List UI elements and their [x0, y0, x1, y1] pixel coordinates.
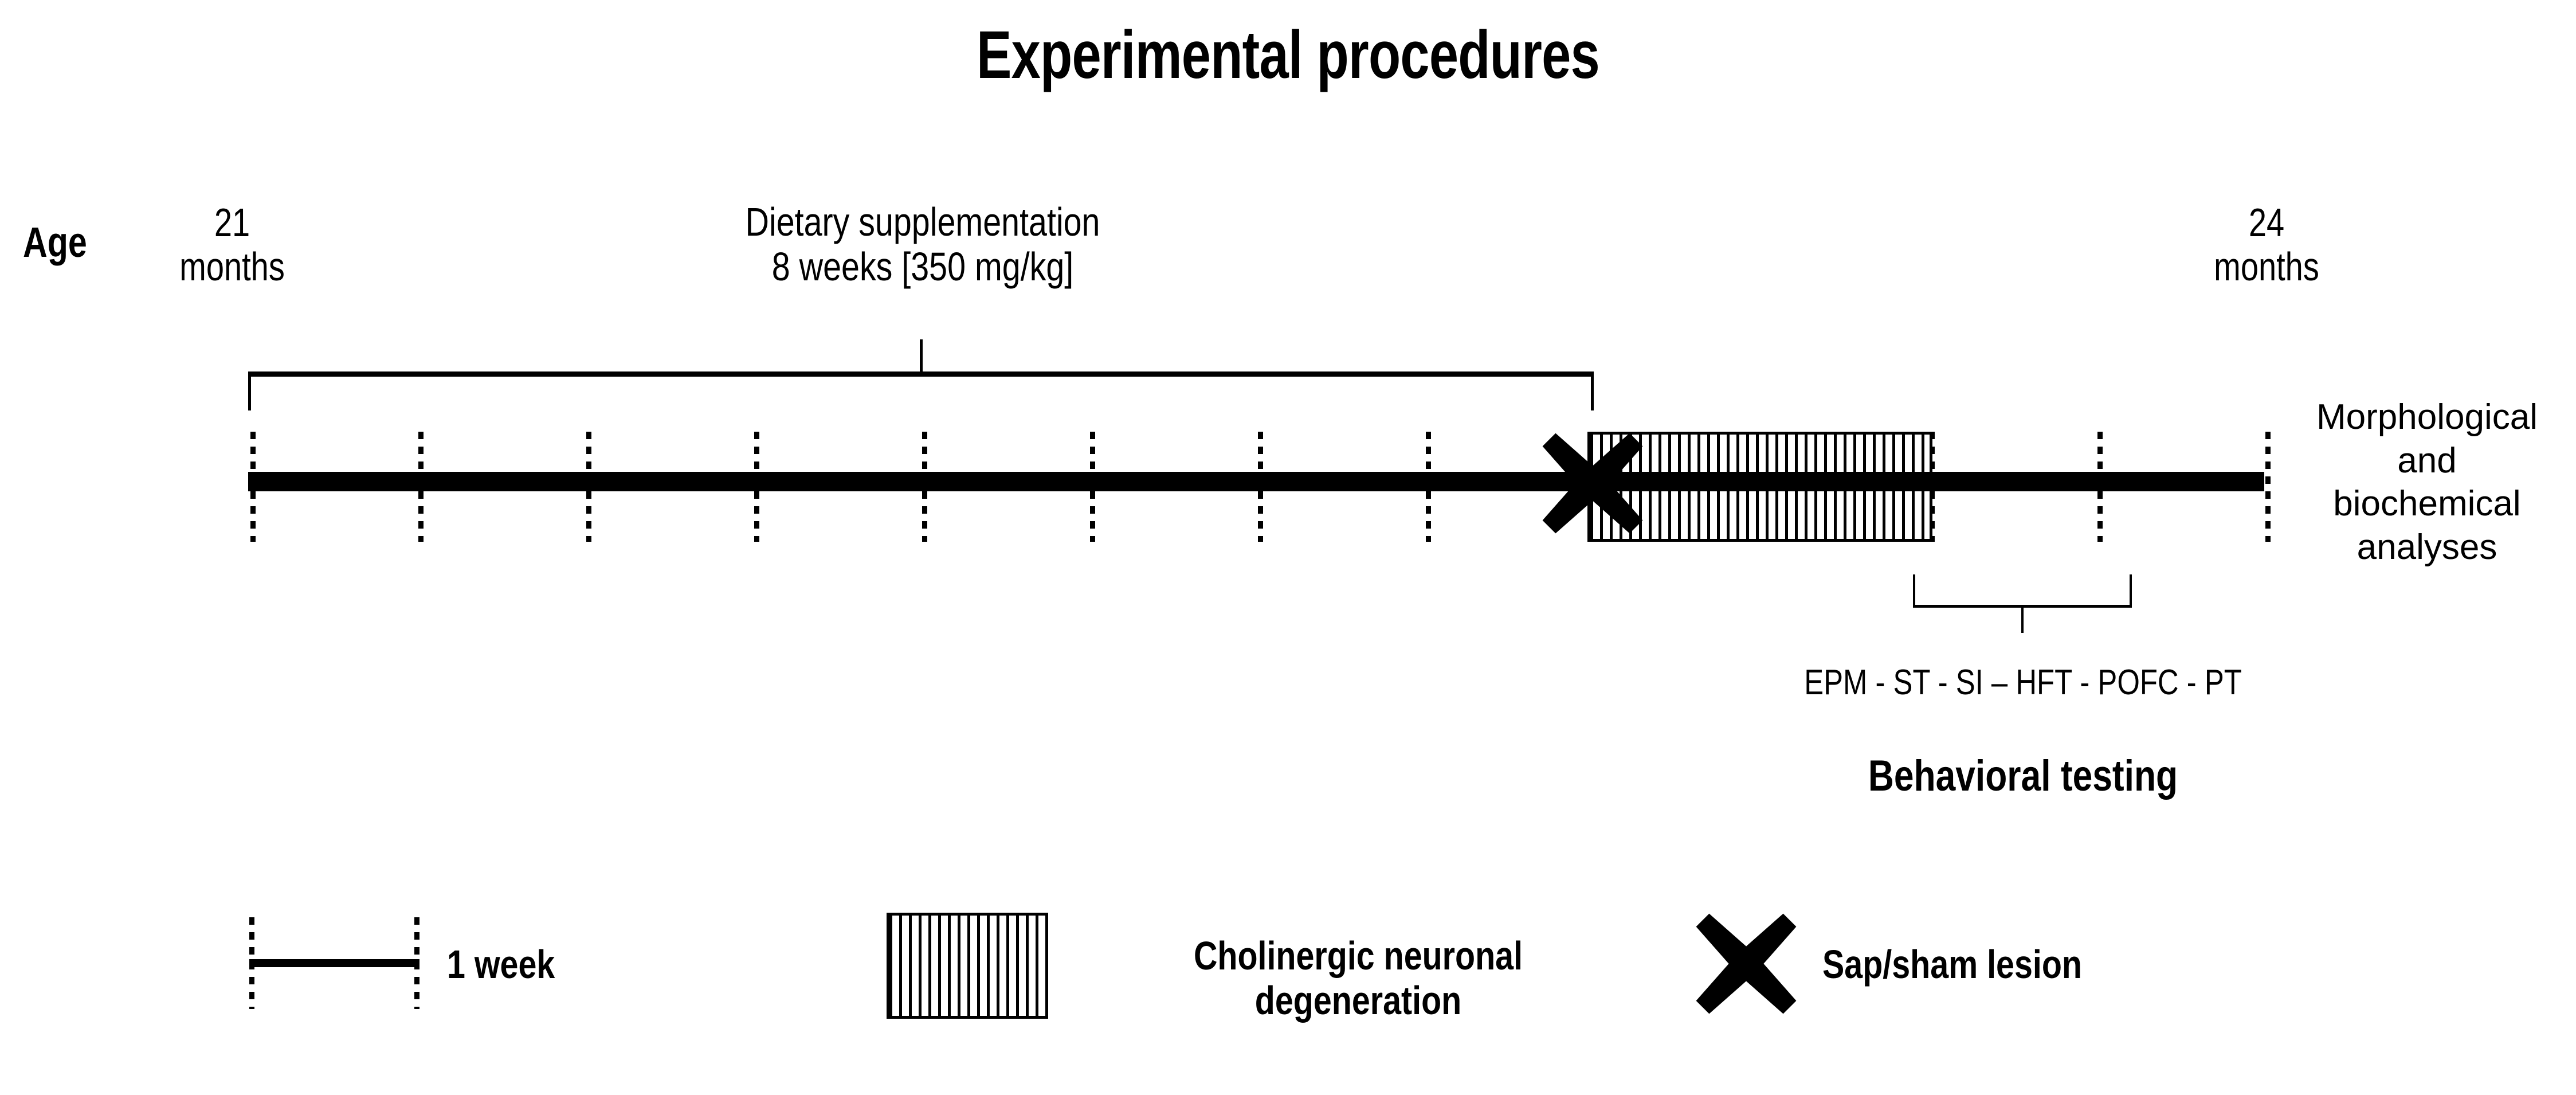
legend: 1 week Cholinergic neuronal degeneration… — [0, 913, 2576, 1089]
dietary-supplementation-bracket — [248, 339, 1594, 410]
legend-degeneration-swatch-icon — [887, 913, 1048, 1019]
sap-sham-lesion-marker-icon — [1538, 429, 1647, 538]
legend-lesion-label: Sap/sham lesion — [1822, 942, 2082, 987]
legend-degeneration-label: Cholinergic neuronal degeneration — [1123, 933, 1593, 1023]
analyses-line-3: biochemical — [2333, 484, 2521, 524]
bracket-left-leg — [248, 371, 251, 410]
bracket-left-leg — [1913, 574, 1915, 608]
behavioral-tests-list: EPM - ST - SI – HFT - POFC - PT — [1804, 663, 2242, 702]
diet-line-2: 8 weeks [350 mg/kg] — [771, 244, 1074, 290]
age-start-unit: months — [179, 244, 285, 289]
analyses-caption: Morphological and biochemical analyses — [2278, 396, 2576, 569]
age-start-caption: 21 months — [129, 201, 335, 289]
page-title: Experimental procedures — [977, 17, 1600, 93]
legend-degeneration-line-1: Cholinergic neuronal — [1193, 933, 1523, 978]
analyses-line-1: Morphological — [2316, 397, 2538, 437]
age-label: Age — [23, 218, 87, 266]
bracket-bar — [248, 371, 1594, 377]
bracket-center-spike — [920, 339, 923, 373]
age-start-value: 21 — [214, 200, 250, 245]
legend-week-bar — [249, 959, 419, 967]
bracket-right-leg — [1591, 371, 1594, 410]
legend-week-label: 1 week — [447, 942, 555, 987]
behavioral-testing-label: Behavioral testing — [1868, 752, 2178, 800]
bracket-center-spike — [2021, 605, 2024, 633]
age-end-unit: months — [2214, 244, 2319, 289]
legend-degeneration-line-2: degeneration — [1254, 978, 1462, 1023]
age-end-value: 24 — [2248, 200, 2285, 245]
age-end-caption: 24 months — [2163, 201, 2370, 289]
timeline-axis — [248, 472, 2264, 491]
analyses-line-4: analyses — [2357, 527, 2497, 567]
dietary-supplementation-caption: Dietary supplementation 8 weeks [350 mg/… — [641, 200, 1205, 290]
behavioral-testing-bracket — [1913, 573, 2132, 633]
diet-line-1: Dietary supplementation — [745, 200, 1100, 244]
bracket-right-leg — [2130, 574, 2132, 608]
legend-lesion-x-icon — [1692, 909, 1801, 1018]
timeline-tick — [2265, 432, 2271, 542]
analyses-line-2: and — [2397, 440, 2457, 480]
